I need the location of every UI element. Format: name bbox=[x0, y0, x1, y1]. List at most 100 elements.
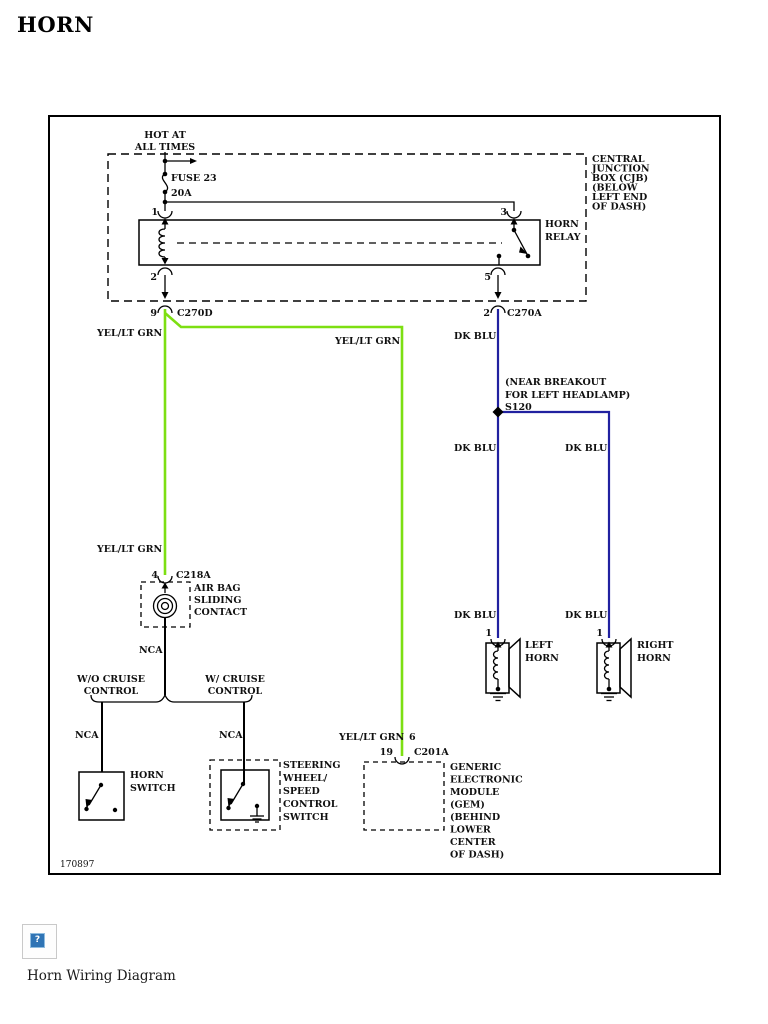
scs-label-line: SWITCH bbox=[283, 812, 329, 823]
diagram-caption: Horn Wiring Diagram bbox=[27, 968, 176, 984]
c270d-connector-arc bbox=[157, 305, 173, 314]
wire-label-yel-lt-grn: YEL/LT GRN bbox=[96, 544, 162, 555]
relay-coil bbox=[158, 218, 169, 265]
relay-name-line2: RELAY bbox=[545, 232, 581, 243]
cjb-label: CENTRAL JUNCTION BOX (CJB) (BELOW LEFT E… bbox=[591, 154, 650, 213]
w-cruise-label-line1: W/ CRUISE bbox=[204, 674, 265, 685]
relay-pin2: 2 bbox=[150, 272, 157, 283]
c218a-label: C218A bbox=[176, 570, 211, 581]
left-horn-trumpet bbox=[508, 637, 521, 699]
airbag-label-line3: CONTACT bbox=[194, 607, 247, 618]
c201a-connector-arc bbox=[394, 756, 410, 765]
branch-arrowhead bbox=[190, 158, 197, 164]
c270d-label: C270D bbox=[177, 308, 213, 319]
pin1-connector-arc bbox=[157, 210, 173, 219]
wire-label-dk-blu: DK BLU bbox=[565, 610, 608, 621]
cjb-label-line: JUNCTION bbox=[591, 164, 650, 175]
wire-label-dk-blu: DK BLU bbox=[565, 443, 608, 454]
scs-label-line: SPEED bbox=[283, 786, 320, 797]
w-cruise-label-line2: CONTROL bbox=[208, 686, 263, 697]
relay-pin3: 3 bbox=[500, 207, 507, 218]
gem-label-line: MODULE bbox=[450, 787, 499, 798]
fuse-symbol bbox=[161, 171, 169, 195]
airbag-label-line2: SLIDING bbox=[194, 595, 241, 606]
diagram-id: 170897 bbox=[60, 860, 95, 870]
scs-label-line: CONTROL bbox=[283, 799, 338, 810]
c270a-label: C270A bbox=[507, 308, 542, 319]
cjb-label-line: OF DASH) bbox=[592, 202, 646, 213]
page-title: HORN bbox=[17, 12, 94, 37]
gem-label-line: OF DASH) bbox=[450, 850, 504, 861]
help-icon: ? bbox=[30, 933, 45, 948]
gem-label-line: ELECTRONIC bbox=[450, 775, 523, 786]
gem-circuit-number: 6 bbox=[409, 732, 416, 743]
horn-switch-box bbox=[78, 771, 125, 821]
wire-label-yel-lt-grn: YEL/LT GRN bbox=[338, 732, 404, 743]
scs-label-line: WHEEL/ bbox=[282, 773, 328, 784]
left-horn-coil bbox=[490, 641, 506, 702]
wo-cruise-label-line2: CONTROL bbox=[84, 686, 139, 697]
c201a-label: C201A bbox=[414, 747, 449, 758]
c270d-pin: 9 bbox=[150, 308, 157, 319]
relay-pin1: 1 bbox=[151, 207, 158, 218]
wire-label-dk-blu: DK BLU bbox=[454, 331, 497, 342]
gem-label-line: CENTER bbox=[450, 837, 496, 848]
wire-dk-blu-right bbox=[498, 410, 611, 638]
relay-pin5: 5 bbox=[484, 272, 491, 283]
airbag-label-line1: AIR BAG bbox=[193, 583, 241, 594]
wire-label-nca: NCA bbox=[219, 730, 243, 741]
scs-label-line: STEERING bbox=[283, 760, 341, 771]
horn-wiring-diagram: HOT AT ALL TIMES CENTRAL JUNCTION BOX (C… bbox=[60, 130, 674, 870]
wire-fuse-to-pin3 bbox=[165, 201, 515, 211]
cjb-label-line: BOX (CJB) bbox=[592, 173, 648, 184]
horn-relay-box bbox=[138, 219, 541, 266]
clockspring-symbol bbox=[152, 582, 178, 619]
wire-label-dk-blu: DK BLU bbox=[454, 443, 497, 454]
gem-label-line: LOWER bbox=[450, 825, 491, 836]
cjb-label-line: (BELOW bbox=[592, 183, 638, 194]
right-horn-label-line2: HORN bbox=[637, 653, 671, 664]
right-horn-coil bbox=[601, 641, 617, 702]
hot-at-label-line1: HOT AT bbox=[144, 130, 186, 141]
c270a-pin: 2 bbox=[483, 308, 490, 319]
horn-switch-symbol bbox=[84, 782, 118, 813]
relay-switch bbox=[496, 218, 531, 265]
pin2-wire bbox=[161, 275, 169, 299]
left-horn-label-line2: HORN bbox=[525, 653, 559, 664]
splice-note-line1: (NEAR BREAKOUT bbox=[505, 377, 606, 388]
left-horn-pin: 1 bbox=[485, 628, 492, 639]
left-horn-label-line1: LEFT bbox=[525, 640, 553, 651]
splice-s120-diamond bbox=[492, 406, 504, 418]
power-feed-wire bbox=[162, 152, 197, 174]
fuse-label: FUSE 23 bbox=[171, 173, 217, 184]
wire-label-nca: NCA bbox=[75, 730, 99, 741]
diagram-frame: HOT AT ALL TIMES CENTRAL JUNCTION BOX (C… bbox=[48, 115, 721, 875]
cjb-box bbox=[107, 153, 587, 302]
gem-label-line: GENERIC bbox=[450, 762, 502, 773]
gem-label-line: (BEHIND bbox=[450, 812, 500, 823]
speed-control-switch-outer-box bbox=[209, 759, 281, 831]
wire-yel-lt-grn-branch bbox=[164, 312, 404, 756]
speed-control-switch-box bbox=[220, 769, 270, 821]
splice-note-line2: FOR LEFT HEADLAMP) bbox=[505, 390, 630, 401]
pin5-wire bbox=[494, 275, 502, 299]
branch-brace bbox=[90, 693, 253, 703]
relay-name-line1: HORN bbox=[545, 219, 579, 230]
horn-switch-label-line1: HORN bbox=[130, 770, 164, 781]
speed-control-switch-symbol bbox=[226, 781, 264, 823]
splice-note: (NEAR BREAKOUT FOR LEFT HEADLAMP) S120 bbox=[505, 377, 630, 413]
c270a-connector-arc bbox=[490, 305, 506, 314]
wire-label-dk-blu: DK BLU bbox=[454, 610, 497, 621]
right-horn-trumpet bbox=[619, 637, 632, 699]
pin5-connector-arc bbox=[490, 267, 506, 276]
gem-label-line: (GEM) bbox=[450, 800, 485, 811]
junction-dot bbox=[162, 199, 168, 205]
pin2-connector-arc bbox=[157, 267, 173, 276]
pin3-connector-arc bbox=[506, 210, 522, 219]
wire-label-yel-lt-grn: YEL/LT GRN bbox=[334, 336, 400, 347]
cjb-label-line: CENTRAL bbox=[592, 154, 645, 165]
wire-label-yel-lt-grn: YEL/LT GRN bbox=[96, 328, 162, 339]
right-horn-label-line1: RIGHT bbox=[637, 640, 674, 651]
wo-cruise-label-line1: W/O CRUISE bbox=[76, 674, 145, 685]
right-horn-pin: 1 bbox=[596, 628, 603, 639]
